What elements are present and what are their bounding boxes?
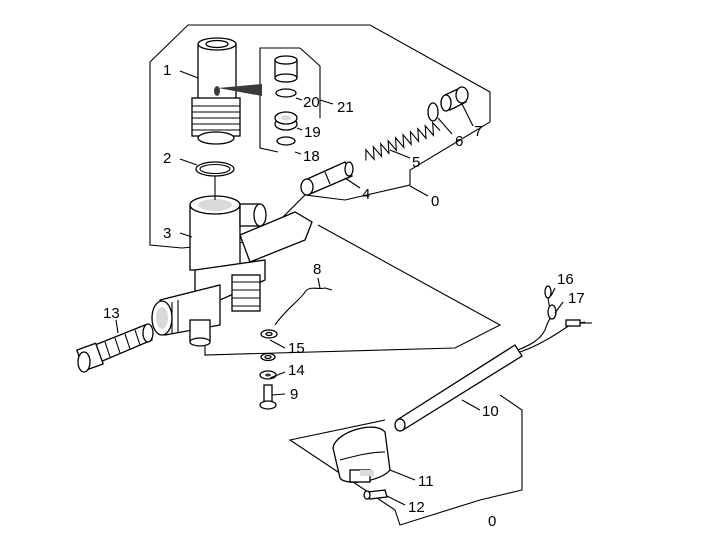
label-4: 4 — [362, 186, 370, 203]
part-9-screw — [259, 384, 277, 410]
label-19: 19 — [304, 124, 321, 141]
part-labels: 1 2 3 13 20 21 19 18 5 6 7 4 0 8 15 14 9… — [103, 62, 585, 530]
label-13: 13 — [103, 305, 120, 322]
label-6: 6 — [455, 133, 463, 150]
label-15: 15 — [288, 340, 305, 357]
body-assembly-outline — [204, 224, 502, 356]
part-7-plug — [440, 86, 469, 112]
part-6-o-ring — [427, 102, 439, 122]
part-19-seal — [274, 111, 298, 131]
label-1: 1 — [163, 62, 171, 79]
label-5: 5 — [412, 154, 420, 171]
part-21-cap — [274, 55, 298, 83]
label-9: 9 — [290, 386, 298, 403]
part-16-connector — [544, 285, 552, 311]
part-1-valve-body — [191, 37, 262, 145]
part-13-filter — [76, 323, 154, 373]
part-18-o-ring — [276, 136, 296, 146]
label-0-upper: 0 — [431, 193, 439, 210]
part-17-connector — [547, 304, 592, 327]
label-14: 14 — [288, 362, 305, 379]
part-11-clamp — [332, 426, 391, 483]
lower-assembly-outline — [288, 394, 523, 526]
part-5-spring — [365, 121, 441, 161]
label-18: 18 — [303, 148, 320, 165]
label-7: 7 — [474, 123, 482, 140]
label-17: 17 — [568, 290, 585, 307]
label-11: 11 — [418, 473, 434, 490]
part-20-o-ring — [275, 88, 297, 98]
part-14-washer — [259, 370, 277, 380]
part-12-screw — [363, 489, 388, 500]
label-12: 12 — [408, 499, 425, 516]
label-21: 21 — [337, 99, 354, 116]
subgroup-21-bracket — [259, 47, 300, 153]
label-20: 20 — [303, 94, 320, 111]
part-15-washer — [260, 329, 278, 362]
label-0-lower: 0 — [488, 513, 496, 530]
part-4-piston — [300, 161, 354, 196]
label-8: 8 — [313, 261, 321, 278]
part-3-main-body — [151, 195, 313, 347]
part-8-wire — [274, 287, 333, 326]
leader-lines — [115, 70, 564, 506]
label-10: 10 — [482, 403, 499, 420]
label-2: 2 — [163, 150, 171, 167]
label-3: 3 — [163, 225, 171, 242]
label-16: 16 — [557, 271, 574, 288]
